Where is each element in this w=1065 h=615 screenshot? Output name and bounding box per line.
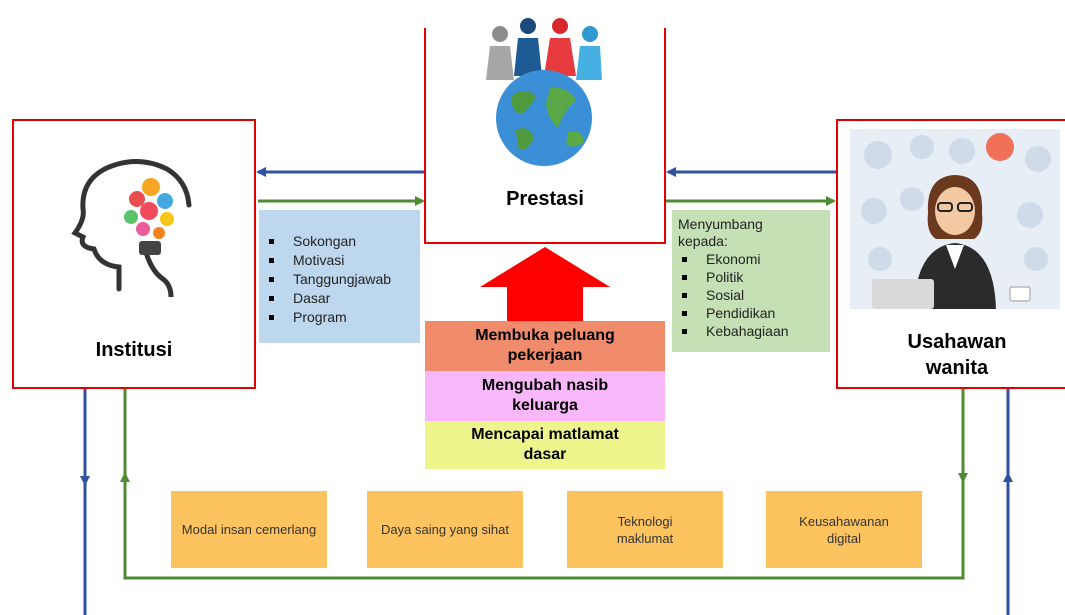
pyramid-level-1: Membuka peluang pekerjaan: [425, 321, 665, 371]
list-item: Kebahagiaan: [678, 322, 824, 340]
support-list: Sokongan Motivasi Tanggungjawab Dasar Pr…: [265, 232, 420, 327]
globe-people-icon: [486, 18, 602, 166]
list-item: Sokongan: [265, 232, 420, 251]
institusi-box: Institusi: [12, 119, 256, 389]
support-list-box: Sokongan Motivasi Tanggungjawab Dasar Pr…: [259, 210, 420, 343]
usahawan-title: Usahawan wanita: [907, 331, 1007, 379]
prestasi-title: Prestasi: [506, 188, 584, 210]
list-item: Program: [265, 308, 420, 327]
pyramid-level-3: Mencapai matlamat dasar: [425, 421, 665, 469]
list-item: Dasar: [265, 289, 420, 308]
green-loop-line: [123, 478, 965, 580]
list-item: Tanggungjawab: [265, 270, 420, 289]
list-item: Ekonomi: [678, 250, 824, 268]
head-gear-icon: [71, 159, 192, 298]
factor-box: Teknologi maklumat: [567, 491, 723, 568]
contribution-box: Menyumbang kepada: Ekonomi Politik Sosia…: [672, 210, 830, 352]
factor-box: Daya saing yang sihat: [367, 491, 523, 568]
institusi-title: Institusi: [95, 339, 173, 361]
contribution-list: Ekonomi Politik Sosial Pendidikan Kebaha…: [678, 250, 824, 340]
usahawan-box: Usahawan wanita: [836, 119, 1065, 389]
list-item: Sosial: [678, 286, 824, 304]
list-item: Politik: [678, 268, 824, 286]
pyramid-level-2: Mengubah nasib keluarga: [425, 371, 665, 421]
contribution-heading: Menyumbang kepada:: [678, 216, 763, 249]
prestasi-box: Prestasi: [424, 18, 666, 244]
factor-box: Keusahawanan digital: [766, 491, 922, 568]
businesswoman-icon: [850, 129, 1060, 309]
list-item: Motivasi: [265, 251, 420, 270]
factor-box: Modal insan cemerlang: [171, 491, 327, 568]
list-item: Pendidikan: [678, 304, 824, 322]
red-up-arrow-icon: [480, 247, 610, 323]
